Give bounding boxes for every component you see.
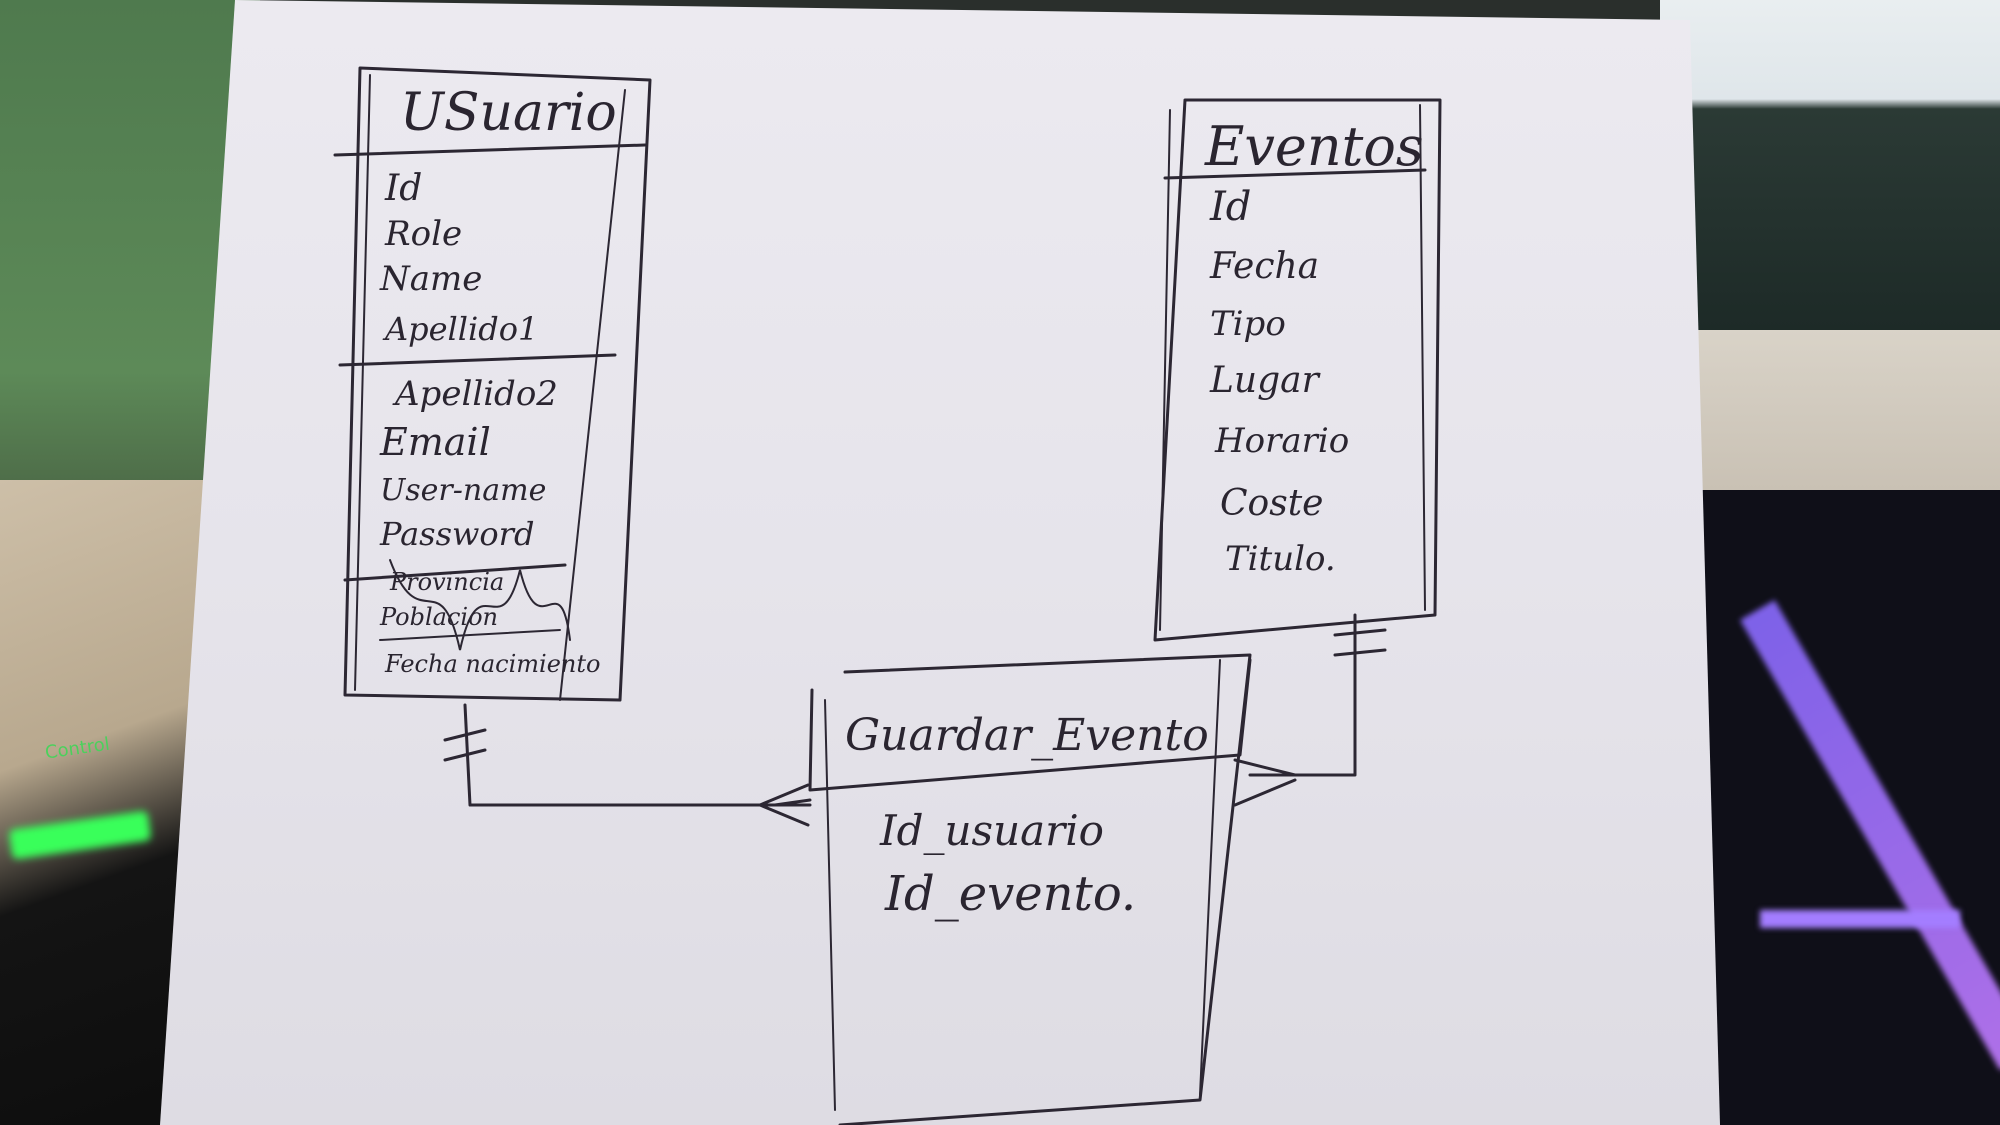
- entity-eventos-double-edge: [1159, 109, 1171, 631]
- eventos-attr-fecha: Fecha: [1209, 246, 1319, 287]
- keyboard-glow-bar: [1760, 910, 1960, 928]
- entity-guardar-evento-box: [838, 653, 1252, 1125]
- entity-eventos-title: Eventos: [1204, 115, 1424, 178]
- usuario-attr-apellido1: Apellido1: [382, 310, 538, 348]
- one-marker-eventos-1: [1333, 628, 1387, 637]
- entity-guardar-evento-header: [808, 658, 1252, 792]
- many-marker-guardar-3: [773, 798, 812, 807]
- eventos-attr-coste: Coste: [1220, 483, 1323, 524]
- entity-usuario-divider: [338, 353, 617, 367]
- usuario-attr-email: Email: [379, 420, 491, 464]
- guardar-attr-id-usuario: Id_usuario: [879, 806, 1104, 855]
- many-marker-guardar-1: [758, 783, 810, 807]
- one-marker-usuario-1: [443, 728, 487, 742]
- usuario-attr-id: Id: [384, 168, 422, 209]
- usuario-attr-apellido2: Apellido2: [392, 374, 558, 414]
- one-marker-eventos-2: [1333, 648, 1387, 657]
- entity-usuario-double-edge: [354, 74, 371, 691]
- usuario-attr-name: Name: [379, 259, 482, 299]
- eventos-attr-titulo: Titulo.: [1225, 539, 1336, 579]
- eventos-attr-id: Id: [1209, 184, 1251, 230]
- many-marker-guardar-2: [758, 803, 810, 827]
- entity-usuario-double-edge-right: [559, 89, 626, 701]
- guardar-attr-id-evento: Id_evento.: [884, 866, 1136, 922]
- usuario-attr-fecha-nacimiento: Fecha nacimiento: [384, 650, 600, 678]
- entity-usuario-divider-2: [343, 563, 567, 582]
- many-marker-eventos-2: [1233, 778, 1297, 807]
- entity-guardar-evento-title: Guardar_Evento: [845, 710, 1209, 761]
- usuario-attr-password: Password: [379, 515, 534, 553]
- usuario-scribble: [389, 559, 571, 651]
- entity-usuario-title: USuario: [400, 83, 617, 143]
- eventos-attr-horario: Horario: [1214, 421, 1349, 461]
- entity-eventos-header-divider: [1163, 168, 1427, 180]
- relationship-usuario-guardar: [443, 703, 812, 827]
- entity-guardar-evento-double-edge: [824, 699, 836, 1111]
- usuario-attr-provincia: Provincia: [389, 568, 504, 596]
- entity-guardar-evento: Guardar_Evento Id_usuario Id_evento.: [808, 653, 1252, 1125]
- entity-eventos-box: [1153, 98, 1442, 642]
- entity-usuario: USuario Id Role Name Apellido1 Apellido2…: [333, 66, 652, 702]
- entity-eventos: Eventos Id Fecha Tipo Lugar Horario Cost…: [1153, 98, 1442, 642]
- entity-usuario-header-divider: [333, 143, 647, 157]
- usuario-attr-role: Role: [384, 214, 462, 254]
- entity-eventos-double-edge-right: [1419, 104, 1426, 611]
- relationship-eventos-guardar: [1233, 613, 1387, 807]
- paper-sheet: [160, 0, 1720, 1125]
- relationship-usuario-line: [463, 703, 812, 807]
- background-shelf: [1660, 330, 2000, 490]
- entity-usuario-box: [343, 66, 652, 702]
- background-monitor: [1660, 0, 2000, 330]
- eventos-attr-tipo: Tipo: [1210, 304, 1286, 344]
- usuario-scribble-line: [379, 629, 561, 641]
- usuario-attr-username: User-name: [380, 473, 546, 508]
- entity-guardar-evento-double-edge-right: [1199, 659, 1221, 1096]
- one-marker-usuario-2: [443, 748, 487, 762]
- eventos-attr-lugar: Lugar: [1209, 360, 1321, 401]
- relationship-eventos-line: [1248, 613, 1357, 777]
- many-marker-eventos-1: [1233, 758, 1297, 777]
